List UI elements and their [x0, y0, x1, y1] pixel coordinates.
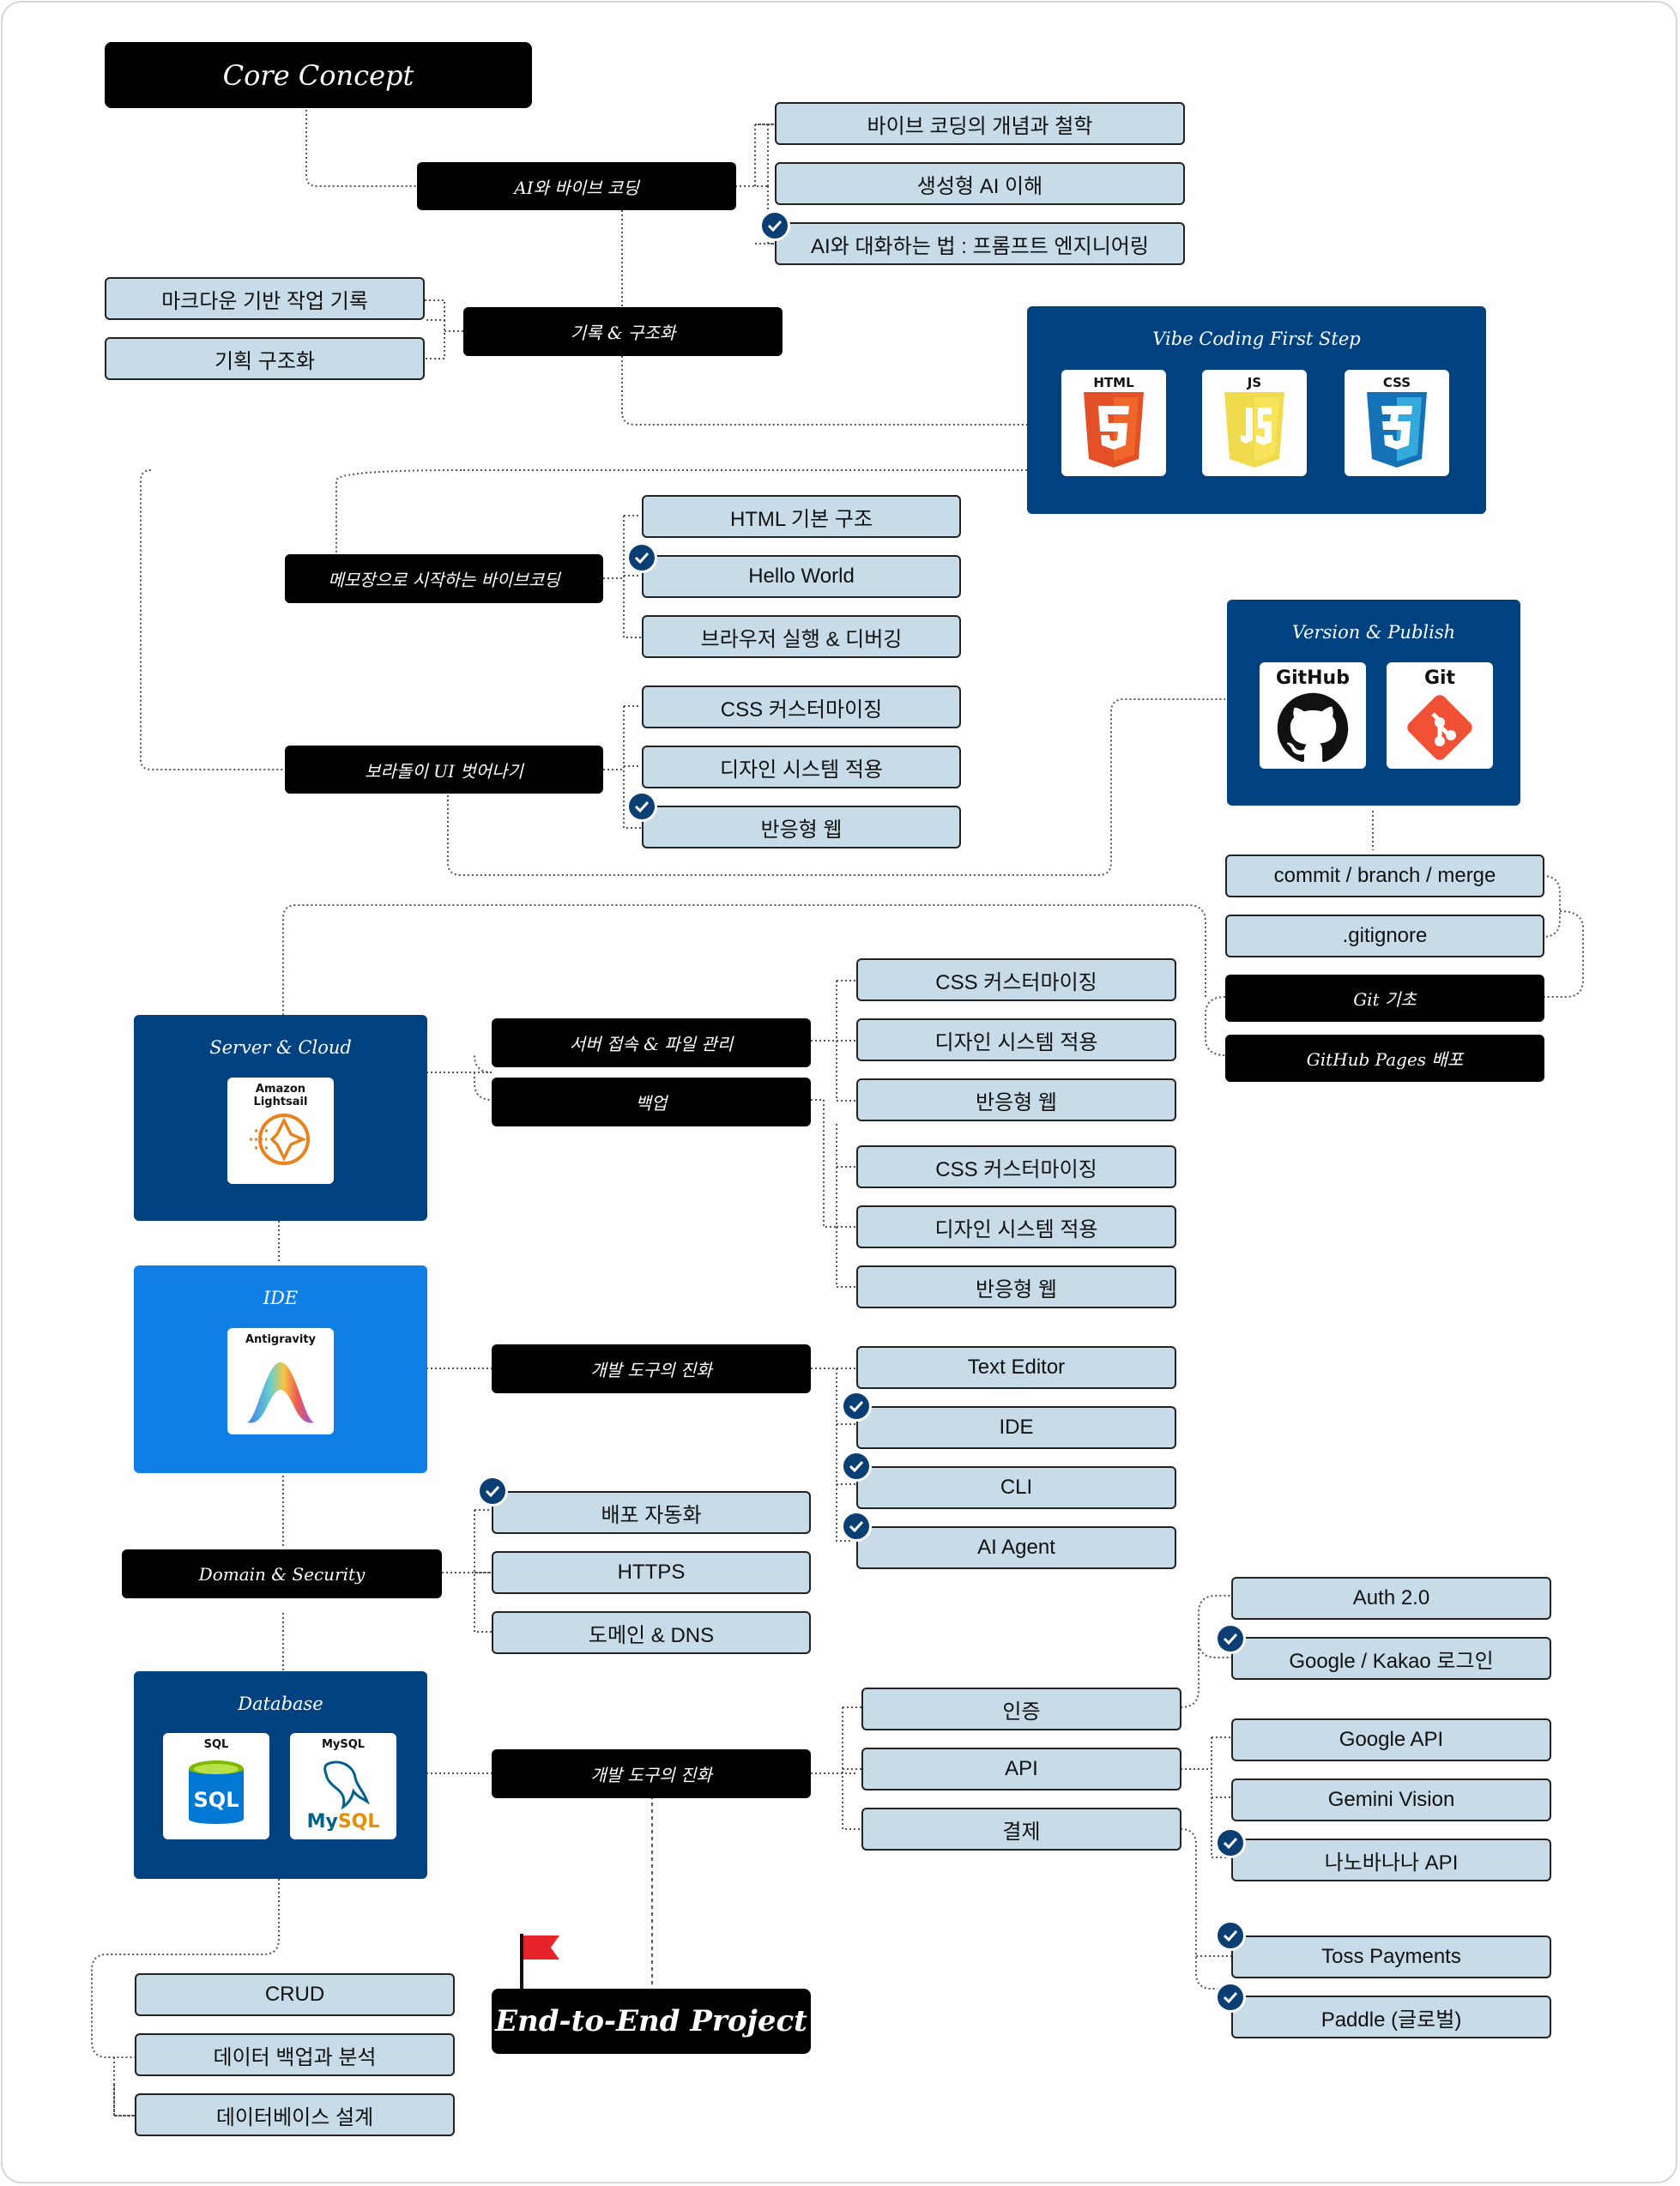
devtools-item[interactable]: CLI — [856, 1466, 1176, 1509]
server-cloud-panel: Server & Cloud Amazon Lightsail — [134, 1015, 427, 1221]
check-icon — [1215, 1623, 1246, 1654]
svg-text:SQL: SQL — [194, 1788, 239, 1812]
github-pages-node[interactable]: GitHub Pages 배포 — [1225, 1035, 1544, 1082]
ai-vibe-item[interactable]: 생성형 AI 이해 — [775, 162, 1185, 205]
auth-item[interactable]: Auth 2.0 — [1231, 1577, 1551, 1620]
devtools2-item[interactable]: 결제 — [861, 1808, 1181, 1851]
check-icon — [1215, 1827, 1246, 1858]
ide-panel: IDE Antigravity — [134, 1265, 427, 1473]
ai-vibe-coding-node[interactable]: AI와 바이브 코딩 — [417, 162, 736, 210]
html5-icon: HTML — [1061, 370, 1166, 476]
mysql-icon: MySQL MySQL — [290, 1733, 396, 1839]
memo-item[interactable]: 브라우저 실행 & 디버깅 — [642, 615, 961, 658]
git-item[interactable]: commit / branch / merge — [1225, 854, 1544, 897]
ai-vibe-item[interactable]: AI와 대화하는 법 : 프롬프트 엔지니어링 — [775, 222, 1185, 265]
domain-item[interactable]: 배포 자동화 — [492, 1491, 811, 1534]
record-structure-node[interactable]: 기록 & 구조화 — [463, 307, 783, 356]
devtools-evolution-node[interactable]: 개발 도구의 진화 — [492, 1344, 811, 1393]
payment-item[interactable]: Paddle (글로벌) — [1231, 1996, 1551, 2038]
domain-item[interactable]: 도메인 & DNS — [492, 1611, 811, 1654]
ai-vibe-item[interactable]: 바이브 코딩의 개념과 철학 — [775, 102, 1185, 145]
payment-item[interactable]: Toss Payments — [1231, 1935, 1551, 1978]
git-item[interactable]: .gitignore — [1225, 915, 1544, 957]
devtools-item[interactable]: AI Agent — [856, 1526, 1176, 1569]
server-access-item[interactable]: 디자인 시스템 적용 — [856, 1018, 1176, 1061]
api-item[interactable]: Google API — [1231, 1718, 1551, 1761]
server-access-node[interactable]: 서버 접속 & 파일 관리 — [492, 1018, 811, 1067]
ui-item[interactable]: 반응형 웹 — [642, 806, 961, 848]
check-icon — [841, 1451, 872, 1482]
api-item[interactable]: Gemini Vision — [1231, 1778, 1551, 1821]
panel-title: Vibe Coding First Step — [1152, 329, 1361, 349]
domain-item[interactable]: HTTPS — [492, 1551, 811, 1594]
ui-escape-node[interactable]: 보라돌이 UI 벗어나기 — [285, 746, 603, 794]
domain-security-node[interactable]: Domain & Security — [122, 1549, 442, 1598]
check-icon — [626, 542, 657, 573]
css3-icon: CSS — [1345, 370, 1449, 476]
record-item[interactable]: 기획 구조화 — [105, 337, 425, 380]
panel-title: Server & Cloud — [209, 1037, 352, 1058]
panel-title: Version & Publish — [1291, 622, 1456, 643]
icon-label: CSS — [1382, 375, 1411, 390]
ui-item[interactable]: 디자인 시스템 적용 — [642, 746, 961, 788]
memo-vibe-coding-node[interactable]: 메모장으로 시작하는 바이브코딩 — [285, 554, 603, 603]
icon-label: HTML — [1093, 375, 1134, 390]
panel-title: IDE — [263, 1288, 299, 1308]
check-icon — [1215, 1920, 1246, 1951]
db-item[interactable]: 데이터 백업과 분석 — [135, 2033, 455, 2076]
git-basics-node[interactable]: Git 기초 — [1225, 975, 1544, 1022]
check-icon — [841, 1511, 872, 1542]
sql-icon: SQL SQL — [163, 1733, 269, 1839]
record-item[interactable]: 마크다운 기반 작업 기록 — [105, 277, 425, 320]
backup-item[interactable]: 반응형 웹 — [856, 1265, 1176, 1308]
end-to-end-project-node[interactable]: End-to-End Project — [492, 1989, 811, 2054]
ui-item[interactable]: CSS 커스터마이징 — [642, 685, 961, 728]
check-icon — [477, 1476, 508, 1507]
check-icon — [759, 210, 790, 241]
core-concept-title: Core Concept — [105, 42, 532, 108]
flag-icon — [520, 1934, 559, 1992]
icon-label: MySQL — [321, 1738, 366, 1751]
devtools2-item[interactable]: API — [861, 1748, 1181, 1790]
db-item[interactable]: CRUD — [135, 1973, 455, 2016]
icon-label: SQL — [203, 1738, 229, 1751]
icon-label: Antigravity — [245, 1333, 317, 1346]
svg-text:MySQL: MySQL — [307, 1811, 380, 1831]
backup-node[interactable]: 백업 — [492, 1078, 811, 1126]
server-access-item[interactable]: 반응형 웹 — [856, 1078, 1176, 1121]
backup-item[interactable]: CSS 커스터마이징 — [856, 1145, 1176, 1188]
javascript-icon: JS — [1202, 370, 1307, 476]
icon-label: JS — [1247, 375, 1262, 390]
memo-item[interactable]: HTML 기본 구조 — [642, 495, 961, 538]
icon-label: Amazon Lightsail — [253, 1083, 308, 1108]
icon-label: Git — [1423, 667, 1456, 689]
api-item[interactable]: 나노바나나 API — [1231, 1839, 1551, 1881]
git-icon: Git — [1387, 662, 1493, 769]
vibe-first-step-panel: Vibe Coding First Step HTML JS CSS — [1027, 306, 1486, 514]
backup-item[interactable]: 디자인 시스템 적용 — [856, 1205, 1176, 1248]
panel-title: Database — [238, 1694, 323, 1714]
version-publish-panel: Version & Publish GitHub Git — [1227, 600, 1520, 806]
amazon-lightsail-icon: Amazon Lightsail — [227, 1078, 334, 1184]
check-icon — [626, 791, 657, 822]
memo-item[interactable]: Hello World — [642, 555, 961, 598]
github-icon: GitHub — [1260, 662, 1366, 769]
icon-label: GitHub — [1276, 667, 1350, 689]
devtools2-item[interactable]: 인증 — [861, 1688, 1181, 1730]
devtools-evolution-node-2[interactable]: 개발 도구의 진화 — [492, 1749, 811, 1798]
check-icon — [1215, 1982, 1246, 2013]
check-icon — [841, 1391, 872, 1422]
devtools-item[interactable]: Text Editor — [856, 1346, 1176, 1389]
database-panel: Database SQL SQL MySQL MySQL — [134, 1671, 427, 1879]
devtools-item[interactable]: IDE — [856, 1406, 1176, 1449]
auth-item[interactable]: Google / Kakao 로그인 — [1231, 1637, 1551, 1680]
db-item[interactable]: 데이터베이스 설계 — [135, 2093, 455, 2136]
server-access-item[interactable]: CSS 커스터마이징 — [856, 958, 1176, 1001]
antigravity-icon: Antigravity — [227, 1328, 334, 1434]
